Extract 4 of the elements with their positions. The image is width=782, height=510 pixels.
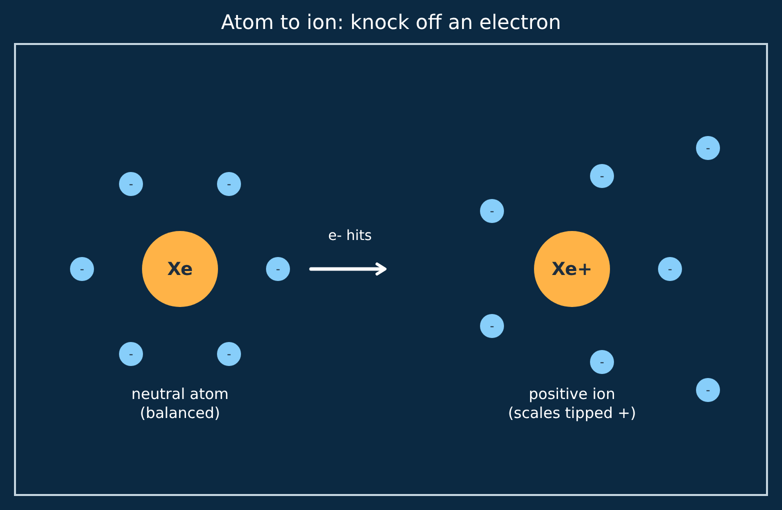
arrow-label: e- hits: [327, 227, 373, 246]
title: Atom to ion: knock off an electron: [220, 10, 562, 35]
caption: neutral atom (balanced): [130, 385, 230, 423]
caption: positive ion (scales tipped +): [506, 385, 638, 423]
